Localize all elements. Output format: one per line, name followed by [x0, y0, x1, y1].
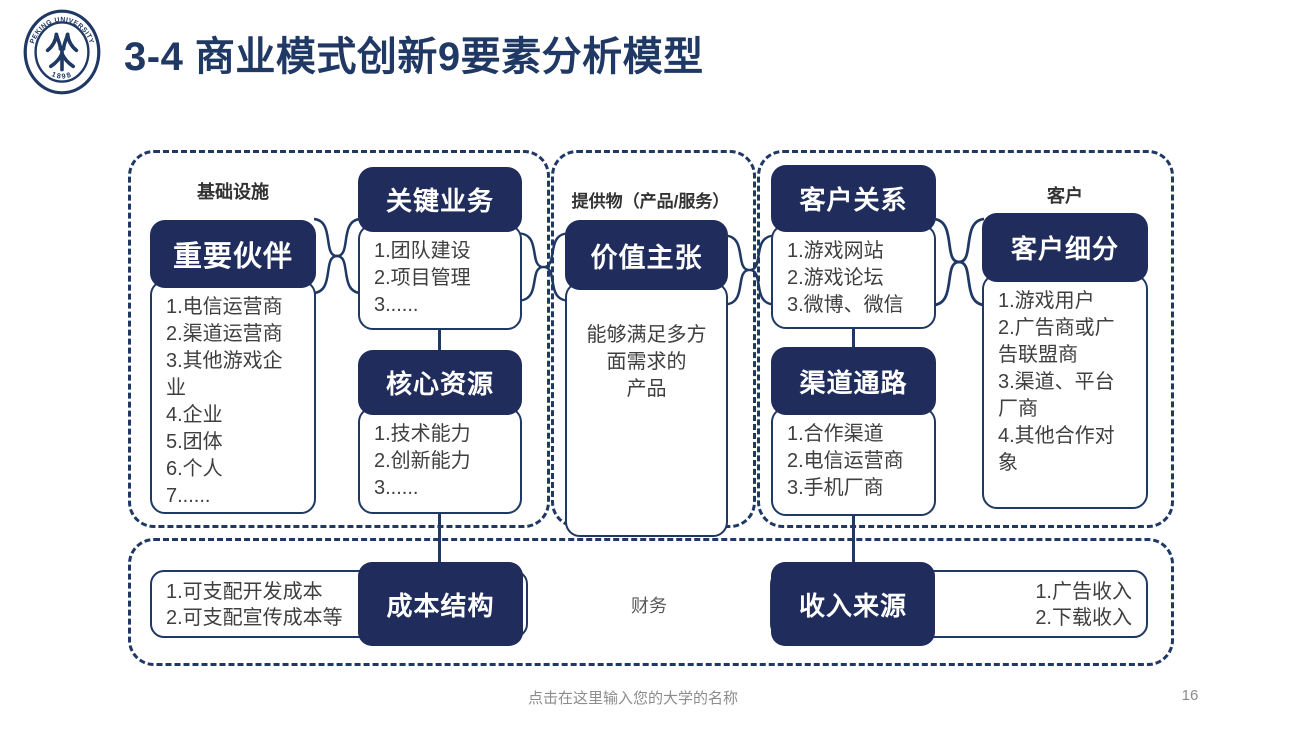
slide-title: 3-4 商业模式创新9要素分析模型 [124, 35, 704, 79]
footer-university-name-placeholder: 点击在这里输入您的大学的名称 [527, 690, 738, 707]
connector-relations-segments [934, 217, 984, 307]
core-resources-items: 1.技术能力 2.创新能力 3...... [358, 407, 522, 514]
zone-customer [757, 150, 1174, 528]
customer-segments-title: 客户细分 [982, 213, 1148, 282]
key-activities-title: 关键业务 [358, 167, 522, 232]
key-activities-items: 1.团队建设 2.项目管理 3...... [358, 224, 522, 330]
key-partners-items: 1.电信运营商 2.渠道运营商 3.其他游戏企业 4.企业 5.团体 6.个人 … [150, 280, 316, 514]
connector-channels-revenue [852, 511, 855, 565]
page-number: 16 [1181, 687, 1199, 704]
key-partners-title: 重要伙伴 [150, 220, 316, 288]
customer-segments-items: 1.游戏用户 2.广告商或广告联盟商 3.渠道、平台厂商 4.其他合作对象 [982, 274, 1148, 509]
svg-text:1898: 1898 [50, 69, 73, 80]
connector-partners-activities [314, 217, 360, 295]
customer-relations-items: 1.游戏网站 2.游戏论坛 3.微博、微信 [771, 224, 936, 329]
connector-activities-resources [438, 326, 441, 352]
connector-relations-channels [852, 324, 855, 349]
zone-label-infrastructure: 基础设施 [197, 182, 269, 202]
zone-infrastructure [128, 150, 550, 528]
peking-university-seal-icon: PEKING UNIVERSITY 1898 [23, 9, 101, 95]
revenue-streams-title: 收入来源 [771, 562, 935, 646]
zone-label-offering: 提供物（产品/服务） [571, 192, 730, 211]
channels-items: 1.合作渠道 2.电信运营商 3.手机厂商 [771, 407, 936, 516]
channels-title: 渠道通路 [771, 347, 936, 415]
zone-finance [128, 538, 1174, 666]
cost-structure-title: 成本结构 [358, 562, 523, 646]
core-resources-title: 核心资源 [358, 350, 522, 415]
value-proposition-text: 能够满足多方 面需求的 产品 [565, 282, 728, 537]
zone-label-finance: 财务 [631, 596, 667, 616]
connector-value-relations [726, 234, 773, 306]
value-proposition-title: 价值主张 [565, 220, 728, 290]
customer-relations-title: 客户关系 [771, 165, 936, 232]
zone-label-customer: 客户 [1047, 186, 1083, 206]
connector-activities-value [520, 232, 567, 302]
connector-resources-cost [438, 509, 441, 565]
